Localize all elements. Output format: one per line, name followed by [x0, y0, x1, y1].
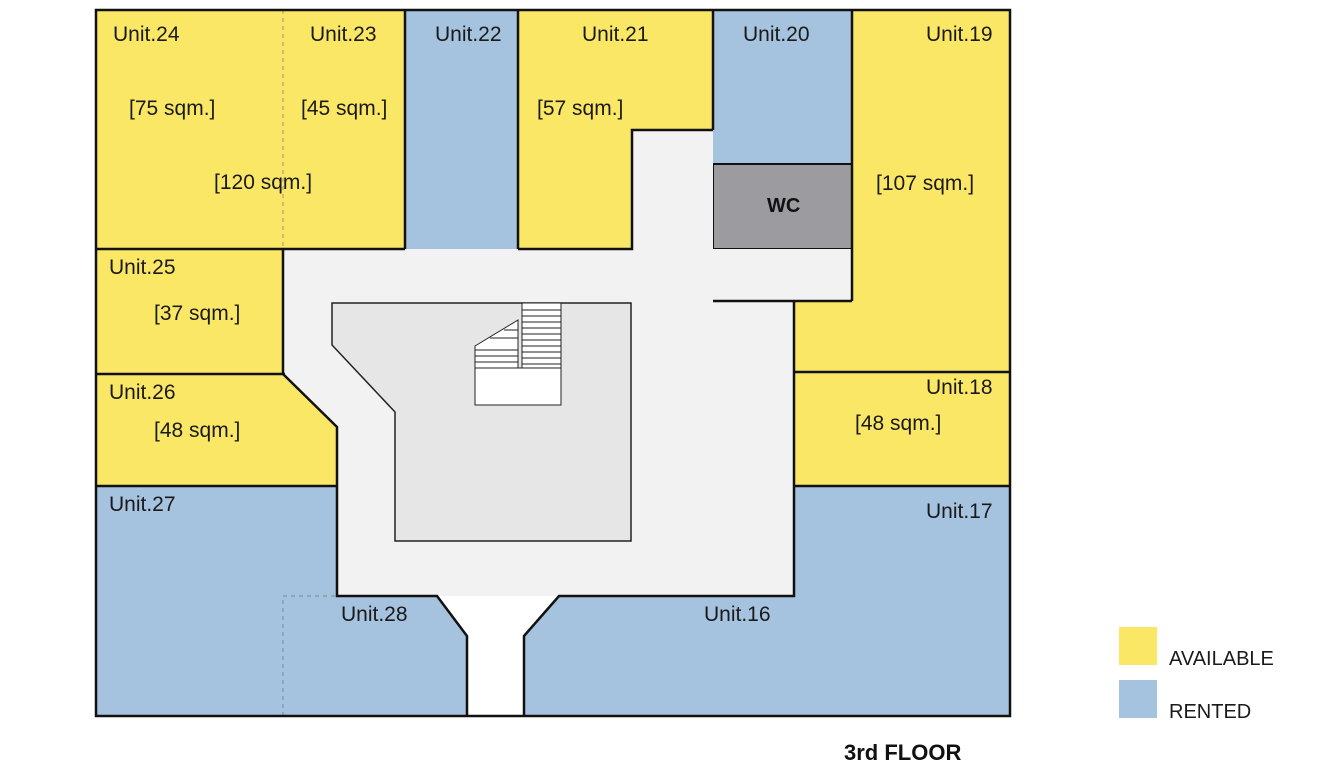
unit-19-area[interactable]: [794, 10, 1010, 372]
unit-24-23-area[interactable]: [96, 10, 405, 249]
unit-25-area[interactable]: [96, 249, 283, 374]
unit-24-23-combined-area-label: [120 sqm.]: [214, 171, 312, 194]
unit-26-area[interactable]: [96, 374, 337, 486]
unit-21-area[interactable]: [518, 10, 713, 249]
unit-23-area-label: [45 sqm.]: [301, 97, 387, 120]
unit-27-28-area[interactable]: [96, 486, 467, 716]
wc-label: WC: [767, 195, 800, 217]
unit-26-label: Unit.26: [109, 381, 176, 404]
unit-28-label: Unit.28: [341, 603, 408, 626]
unit-24-label: Unit.24: [113, 23, 180, 46]
unit-22-area[interactable]: [405, 10, 518, 249]
unit-16-17-area[interactable]: [524, 486, 1010, 716]
staircase-icon: [474, 302, 562, 406]
unit-26-area-label: [48 sqm.]: [154, 419, 240, 442]
unit-20-area[interactable]: [713, 10, 852, 164]
unit-25-label: Unit.25: [109, 256, 176, 279]
unit-18-label: Unit.18: [926, 376, 993, 399]
unit-23-label: Unit.23: [310, 23, 377, 46]
legend-available-label: AVAILABLE: [1169, 648, 1274, 670]
unit-21-area-label: [57 sqm.]: [537, 97, 623, 120]
unit-17-label: Unit.17: [926, 500, 993, 523]
rented-swatch: [1119, 680, 1157, 718]
unit-18-area-label: [48 sqm.]: [855, 412, 941, 435]
unit-19-area-label: [107 sqm.]: [876, 172, 974, 195]
available-swatch: [1119, 627, 1157, 665]
legend-available: AVAILABLE: [1119, 627, 1274, 670]
legend-rented-label: RENTED: [1169, 701, 1252, 723]
unit-24-area-label: [75 sqm.]: [129, 97, 215, 120]
unit-19-label: Unit.19: [926, 23, 993, 46]
unit-18-area[interactable]: [794, 372, 1010, 486]
unit-27-label: Unit.27: [109, 493, 176, 516]
unit-16-label: Unit.16: [704, 603, 771, 626]
floor-title: 3rd FLOOR: [844, 740, 962, 765]
unit-25-area-label: [37 sqm.]: [154, 302, 240, 325]
unit-20-label: Unit.20: [743, 23, 810, 46]
unit-22-label: Unit.22: [435, 23, 502, 46]
unit-28-divider: [282, 595, 337, 716]
walls: [94, 8, 1012, 718]
unit-21-label: Unit.21: [582, 23, 649, 46]
legend-rented: RENTED: [1119, 680, 1251, 723]
